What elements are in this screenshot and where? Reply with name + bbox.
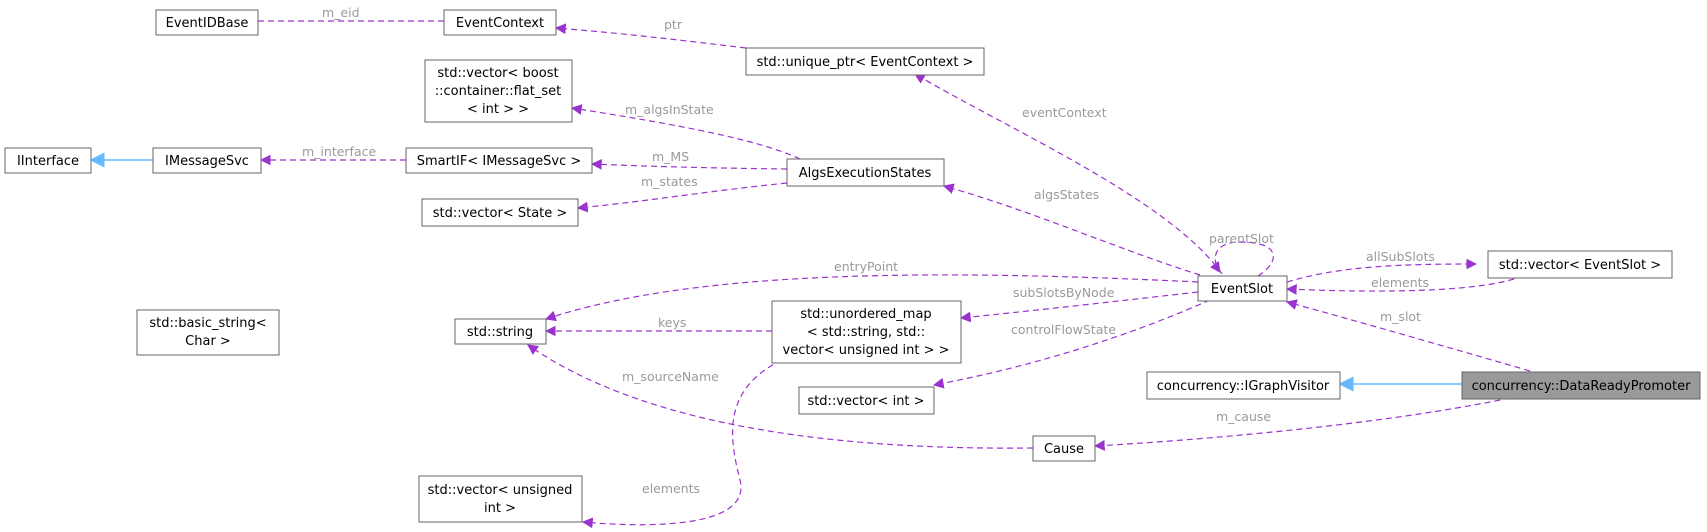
label-m-cause: m_cause <box>1216 409 1271 424</box>
node-datareadypromoter-label: concurrency::DataReadyPromoter <box>1472 379 1692 394</box>
node-vector-eventslot-label: std::vector< EventSlot > <box>1499 258 1661 273</box>
edge-eventcontext <box>914 73 1223 275</box>
edge-labels: m_eid ptr m_algsInState m_interface m_MS… <box>302 5 1435 496</box>
label-m-interface: m_interface <box>302 144 376 159</box>
label-eventcontext: eventContext <box>1022 105 1107 120</box>
node-unique-ptr-label: std::unique_ptr< EventContext > <box>757 55 974 70</box>
label-keys: keys <box>658 315 686 330</box>
edge-algsstates <box>942 183 1201 276</box>
edge-m-states <box>576 182 788 213</box>
node-eventcontext[interactable]: EventContext <box>443 9 557 36</box>
label-m-eid: m_eid <box>322 5 360 20</box>
nodes: EventIDBase EventContext std::unique_ptr… <box>4 9 1701 523</box>
label-elements-slot: elements <box>1371 275 1429 290</box>
node-basic-string-line1: std::basic_string< <box>149 316 266 331</box>
node-vector-uint[interactable]: std::vector< unsigned int > <box>418 475 583 523</box>
node-cause-label: Cause <box>1044 442 1084 457</box>
edge-ptr <box>554 23 747 49</box>
edge-elements-slot <box>1285 278 1515 295</box>
edge-controlflowstate <box>932 299 1211 389</box>
node-vector-flatset-line3: < int > > <box>467 102 529 117</box>
node-vector-flatset-line2: ::container::flat_set <box>435 84 562 99</box>
node-unordered-map-line2: < std::string, std:: <box>807 325 925 340</box>
node-smartif[interactable]: SmartIF< IMessageSvc > <box>405 147 593 174</box>
edge-m-ms <box>590 159 788 170</box>
node-iinterface[interactable]: IInterface <box>4 147 92 174</box>
node-unordered-map-line3: vector< unsigned int > > <box>783 343 950 358</box>
label-parentslot: parentSlot <box>1209 231 1274 246</box>
edge-m-algsinstate <box>570 104 801 160</box>
label-m-states: m_states <box>641 174 698 189</box>
label-entrypoint: entryPoint <box>834 259 898 274</box>
edge-subslotsbynode <box>959 291 1199 323</box>
node-vector-state-label: std::vector< State > <box>433 206 568 221</box>
node-imessagesvc-label: IMessageSvc <box>165 154 249 169</box>
node-vector-int[interactable]: std::vector< int > <box>798 386 935 415</box>
label-m-sourcename: m_sourceName <box>622 369 719 384</box>
node-vector-flatset-line1: std::vector< boost <box>437 66 558 81</box>
node-eventidbase[interactable]: EventIDBase <box>155 9 259 36</box>
node-iinterface-label: IInterface <box>17 154 79 169</box>
edge-m-cause <box>1093 397 1511 451</box>
node-eventidbase-label: EventIDBase <box>166 16 249 31</box>
node-algsexecutionstates-label: AlgsExecutionStates <box>799 166 932 181</box>
label-m-algsinstate: m_algsInState <box>625 102 714 117</box>
edge-parentslot <box>1209 241 1274 277</box>
node-vector-uint-line1: std::vector< unsigned <box>428 483 573 498</box>
node-igraphvisitor[interactable]: concurrency::IGraphVisitor <box>1146 371 1341 400</box>
label-subslotsbynode: subSlotsByNode <box>1013 285 1115 300</box>
label-allsubslots: allSubSlots <box>1366 249 1435 264</box>
node-eventcontext-label: EventContext <box>456 16 544 31</box>
node-datareadypromoter[interactable]: concurrency::DataReadyPromoter <box>1461 371 1701 400</box>
node-vector-int-label: std::vector< int > <box>807 394 924 409</box>
edge-entrypoint <box>544 274 1199 322</box>
node-algsexecutionstates[interactable]: AlgsExecutionStates <box>786 158 945 187</box>
node-igraphvisitor-label: concurrency::IGraphVisitor <box>1157 379 1330 394</box>
node-std-string[interactable]: std::string <box>454 318 547 345</box>
node-basic-string[interactable]: std::basic_string< Char > <box>136 309 280 356</box>
label-controlflowstate: controlFlowState <box>1011 322 1116 337</box>
node-unordered-map[interactable]: std::unordered_map < std::string, std:: … <box>771 300 962 364</box>
edge-elements-uint <box>581 359 783 529</box>
label-m-ms: m_MS <box>652 149 689 164</box>
node-smartif-label: SmartIF< IMessageSvc > <box>417 154 582 169</box>
edges <box>89 15 1531 529</box>
node-unique-ptr[interactable]: std::unique_ptr< EventContext > <box>745 47 985 76</box>
node-basic-string-line2: Char > <box>185 334 231 349</box>
node-std-string-label: std::string <box>467 325 533 340</box>
node-cause[interactable]: Cause <box>1032 435 1096 462</box>
label-elements-uint: elements <box>642 481 700 496</box>
node-unordered-map-line1: std::unordered_map <box>800 307 931 322</box>
edge-allsubslots <box>1286 258 1478 283</box>
node-vector-state[interactable]: std::vector< State > <box>421 198 579 227</box>
node-eventslot-label: EventSlot <box>1211 282 1273 297</box>
node-vector-flatset[interactable]: std::vector< boost ::container::flat_set… <box>424 59 573 123</box>
label-algsstates: algsStates <box>1034 187 1099 202</box>
label-ptr: ptr <box>664 17 683 32</box>
edge-m-slot <box>1285 299 1531 372</box>
node-eventslot[interactable]: EventSlot <box>1197 275 1288 302</box>
node-imessagesvc[interactable]: IMessageSvc <box>152 147 262 174</box>
node-vector-uint-line2: int > <box>484 501 516 516</box>
label-m-slot: m_slot <box>1380 309 1421 324</box>
node-vector-eventslot[interactable]: std::vector< EventSlot > <box>1487 250 1673 279</box>
